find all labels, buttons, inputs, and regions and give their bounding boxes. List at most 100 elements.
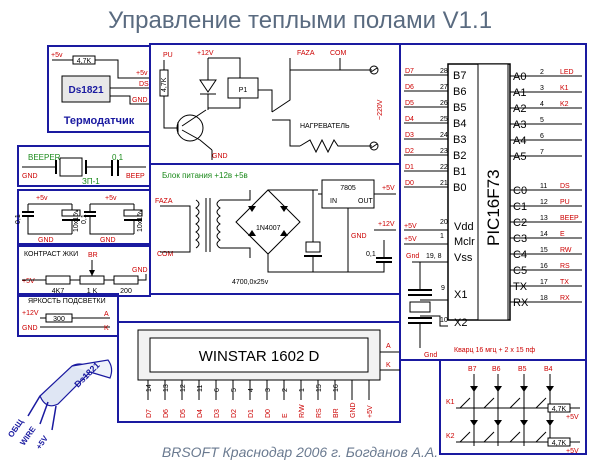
keys-switch[interactable] [535,397,547,409]
backlight-title: ЯРКОСТЬ ПОДСВЕТКИ [28,298,106,305]
keys-switch[interactable] [459,397,471,409]
power-v12-label: +12V [378,221,395,228]
mcu-right-pin-name: A2 [513,103,526,115]
mcu-left-pin-signal: D7 [405,68,414,75]
mcu-right-pin-number: 18 [540,295,548,302]
mcu-right-pin-name: C3 [513,233,527,245]
caps-v5b-label: +5v [105,195,117,202]
mcu-left-pin-name: B4 [453,118,466,130]
mcu-left-pin-name: B5 [453,102,466,114]
lcd-pin-label: D4 [197,409,204,418]
mcu-left-pin-signal: D1 [405,164,414,171]
caps-c2-label: 10х16v [73,209,80,232]
keys-switch[interactable] [459,431,471,443]
mcu-right-pin-signal: RX [560,295,570,302]
backlight-block: ЯРКОСТЬ ПОДСВЕТКИ +12V GND 300 A K [17,293,119,337]
mcu-right-pin-signal: E [560,231,565,238]
sensor-gnd-label: GND [132,97,148,104]
caps-c4-label: 10х16v [137,209,144,232]
lcd-pin-number: 2 [282,388,289,392]
mcu-right-pin-number: 13 [540,215,548,222]
beeper-title: BEEPER [28,153,61,162]
mcu-pin20-label: 20 [440,219,448,226]
lcd-pin-label: RS [316,408,323,418]
keys-v5b-label: +5V [566,448,579,455]
keys-switch[interactable] [509,397,521,409]
mcu-x1-label: X1 [454,289,467,301]
mcu-left-pin-number: 21 [440,180,448,187]
mcu-right-pin-number: 5 [540,117,544,124]
keys-diode [470,420,478,426]
keys-b6-label: B6 [492,366,501,373]
mcu-right-pin-name: C2 [513,217,527,229]
mcu-gnd2-label: Gnd [424,352,437,359]
lcd-pin-number: 1 [299,388,306,392]
keys-diode [546,386,554,392]
lcd-pin-label: D6 [163,409,170,418]
relay-mains-label: ~220V [377,99,384,120]
sensor-v5b-label: +5v [136,70,148,77]
mcu-right-pin-number: 3 [540,85,544,92]
mcu-right-pin-name: TX [513,281,528,293]
contrast-block: КОНТРАСТ ЖКИ BR GND +5V 4K7 1 K 200 [17,245,151,297]
relay-com-label: COM [330,50,347,57]
keys-block: B7 B6 B5 B4 K1 K2 4,7K 4,7K +5V +5V [439,359,587,455]
keys-switch[interactable] [535,431,547,443]
lcd-pin-number: 6 [214,388,221,392]
power-block: Блок питания +12в +5в FAZA COM 1N4007 47… [149,163,401,295]
contrast-r2-label: 1 K [87,288,98,295]
lcd-pin-number: 16 [333,384,340,392]
relay-pu-label: PU [163,52,173,59]
relay-v12-label: +12V [197,50,214,57]
lcd-pin-number: 14 [146,384,153,392]
power-reg-label: 7805 [340,185,356,192]
lcd-pin-label: GND [350,402,357,418]
lcd-pin-number: 15 [316,384,323,392]
keys-r1-label: 4,7K [552,406,567,413]
backlight-a-label: A [104,311,109,318]
mcu-left-pin-number: 24 [440,132,448,139]
mcu-right-pin-number: 6 [540,133,544,140]
mcu-right-pin-name: RX [513,297,529,309]
lcd-pin-number: 3 [265,388,272,392]
footer-credit: BRSOFT Краснодар 2006 г. Богданов А.А. [162,444,438,460]
caps-gnd2-label: GND [100,237,116,244]
caps-v5a-label: +5v [36,195,48,202]
keys-switch[interactable] [483,431,495,443]
keys-switch[interactable] [509,431,521,443]
keys-switch[interactable] [483,397,495,409]
page-title: Управление теплыми полами V1.1 [108,7,492,34]
backlight-k-label: K [104,325,109,332]
lcd-pin-row: D714D613D512D411D36D25D14D03E2R/W1RS15BR… [146,380,374,418]
lcd-pin-label: D0 [265,409,272,418]
keys-diode [520,420,528,426]
mcu-left-pin-number: 28 [440,68,448,75]
mcu-left-pin-number: 27 [440,84,448,91]
power-reg-out-label: OUT [358,198,374,205]
pinout-v5-label: +5V [34,434,50,452]
mcu-right-pin-signal: BEEP [560,215,579,222]
beeper-cap-value: 0,1 [112,153,124,162]
lcd-model-label: WINSTAR 1602 D [199,348,320,365]
mcu-left-pin-signal: D3 [405,132,414,139]
mcu-right-pin-name: A0 [513,71,526,83]
mcu-right-pin-signal: PU [560,199,570,206]
contrast-r1-label: 4K7 [52,288,65,295]
mcu-right-pin-signal: DS [560,183,570,190]
backlight-v12-label: +12V [22,310,39,317]
keys-diode [470,386,478,392]
contrast-br-label: BR [88,252,98,259]
lcd-block: WINSTAR 1602 D A K D714D613D512D411D36D2… [117,321,401,423]
lcd-pin-label: D1 [248,409,255,418]
power-diode-label: 1N4007 [256,225,281,232]
mcu-left-pin-name: B6 [453,86,466,98]
mcu-left-pin-signal: D6 [405,84,414,91]
lcd-pin-number: 12 [180,384,187,392]
keys-k1-label: K1 [446,399,455,406]
mcu-left-pin-signal: D4 [405,116,414,123]
mcu-left-pin-name: B3 [453,134,466,146]
mcu-right-pin-signal: RS [560,263,570,270]
mcu-vdd-label: Vdd [454,221,474,233]
